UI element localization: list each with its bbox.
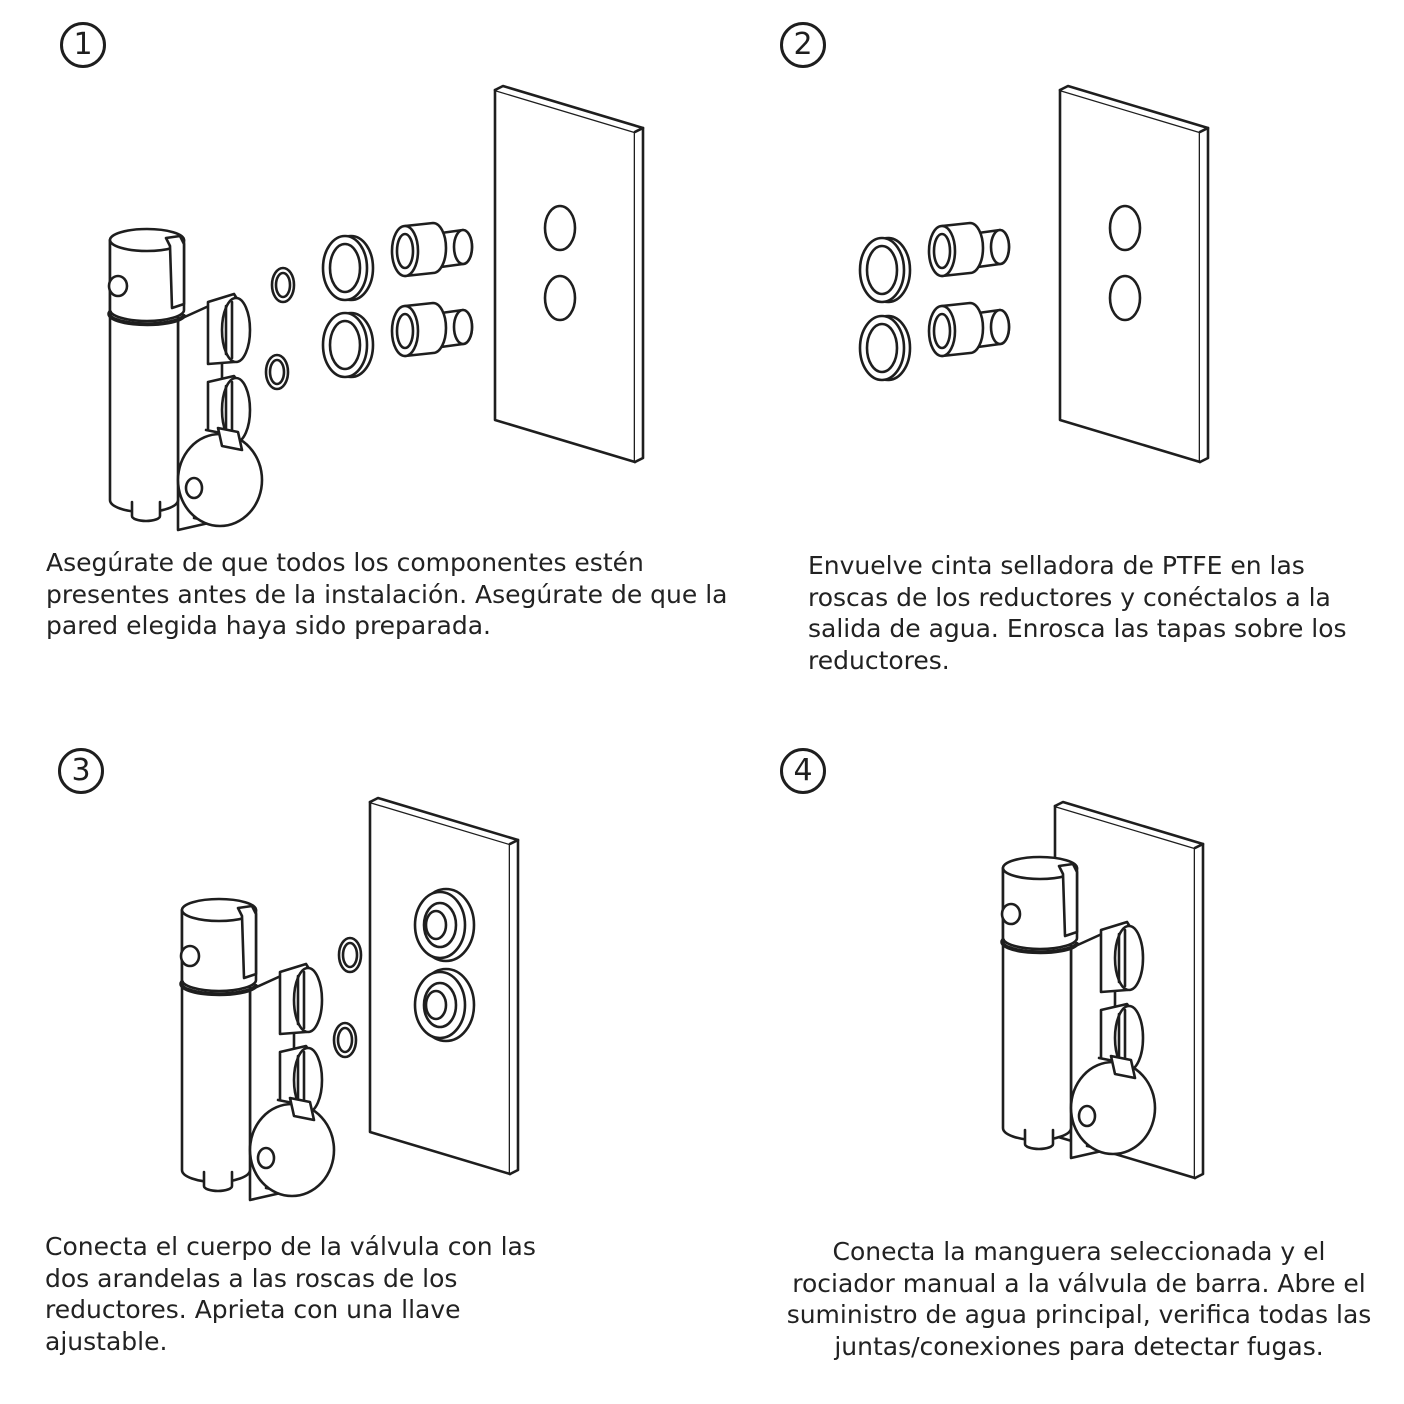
step-4-illustration (1000, 800, 1205, 1180)
step-1-caption: Asegúrate de que todos los componentes e… (46, 548, 728, 640)
step-1-illustration (107, 84, 645, 532)
step-4-number: 4 (780, 748, 826, 794)
step-2-illustration (858, 84, 1210, 464)
step-3-illustration (179, 796, 520, 1202)
step-3-number: 3 (58, 748, 104, 794)
step-3-caption: Conecta el cuerpo de la válvula con las … (45, 1232, 536, 1356)
step-4-caption: Conecta la manguera seleccionada y el ro… (786, 1237, 1372, 1361)
wall-hole (1108, 274, 1142, 322)
wall-hole (1108, 204, 1142, 252)
wall-hole (543, 204, 577, 252)
step-2-number: 2 (780, 22, 826, 68)
wall-hole (543, 274, 577, 322)
step-2-caption: Envuelve cinta selladora de PTFE en las … (808, 551, 1347, 675)
step-1-number: 1 (60, 22, 106, 68)
